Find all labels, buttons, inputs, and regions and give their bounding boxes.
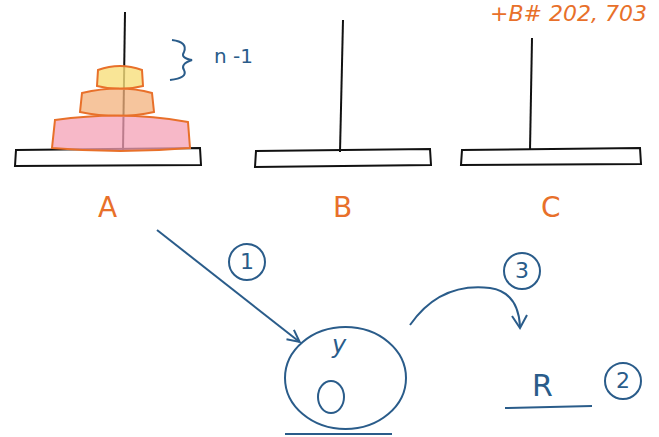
step-number: 2 xyxy=(604,362,642,400)
curved-arrow xyxy=(410,287,527,328)
peg-b xyxy=(255,20,431,167)
disks xyxy=(52,66,190,151)
peg-c xyxy=(461,38,641,165)
step-number: 1 xyxy=(228,243,266,281)
step-number: 3 xyxy=(503,252,541,290)
count-label: n -1 xyxy=(214,44,253,68)
bracket xyxy=(170,40,192,80)
peg-node: B xyxy=(250,8,436,226)
peg-a xyxy=(15,12,201,166)
underline xyxy=(505,406,592,408)
peg-label: C xyxy=(541,191,561,224)
peg-label: A xyxy=(98,191,117,224)
circle-node: y xyxy=(283,325,408,431)
peg-node: C xyxy=(456,8,646,226)
ground-line xyxy=(285,433,392,435)
move-arrow xyxy=(157,230,300,342)
peg-label: B xyxy=(333,191,352,224)
return-label: R xyxy=(532,368,553,403)
node-label: y xyxy=(332,331,346,359)
peg-node: A xyxy=(10,8,206,226)
reference-note: +B# 202, 703 xyxy=(490,1,647,26)
